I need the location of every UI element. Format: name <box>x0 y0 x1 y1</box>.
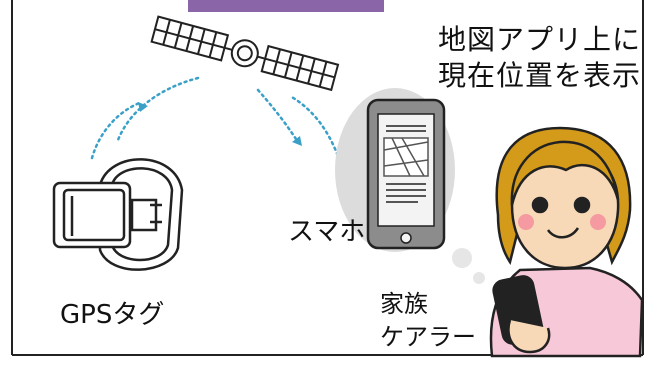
signal-arrow-icon <box>138 102 148 112</box>
gps-tag-icon <box>52 158 184 271</box>
header-bar <box>188 0 384 12</box>
gps-tag-label: GPSタグ <box>60 300 165 330</box>
signal-arrow-icon <box>292 136 302 146</box>
caption-text: 地図アプリ上に 現在位置を表示 <box>438 22 641 94</box>
smartphone-icon <box>366 98 446 250</box>
family-label-line-1: 家族 <box>380 290 428 318</box>
caregiver-woman-icon <box>489 126 644 358</box>
thought-bubble-icon <box>452 248 485 284</box>
satellite-icon <box>150 15 340 92</box>
signal-arc-satellite-to-phone <box>256 88 300 144</box>
signal-arc-satellite-to-tag <box>116 76 200 142</box>
family-caregiver-label: 家族 ケアラー <box>380 288 476 354</box>
smartphone-label: スマホ <box>288 217 366 247</box>
caption-line-2: 現在位置を表示 <box>438 59 642 92</box>
signal-arc-tag-to-satellite <box>90 100 144 160</box>
family-label-line-2: ケアラー <box>380 323 476 351</box>
caption-line-1: 地図アプリ上に <box>438 23 642 56</box>
